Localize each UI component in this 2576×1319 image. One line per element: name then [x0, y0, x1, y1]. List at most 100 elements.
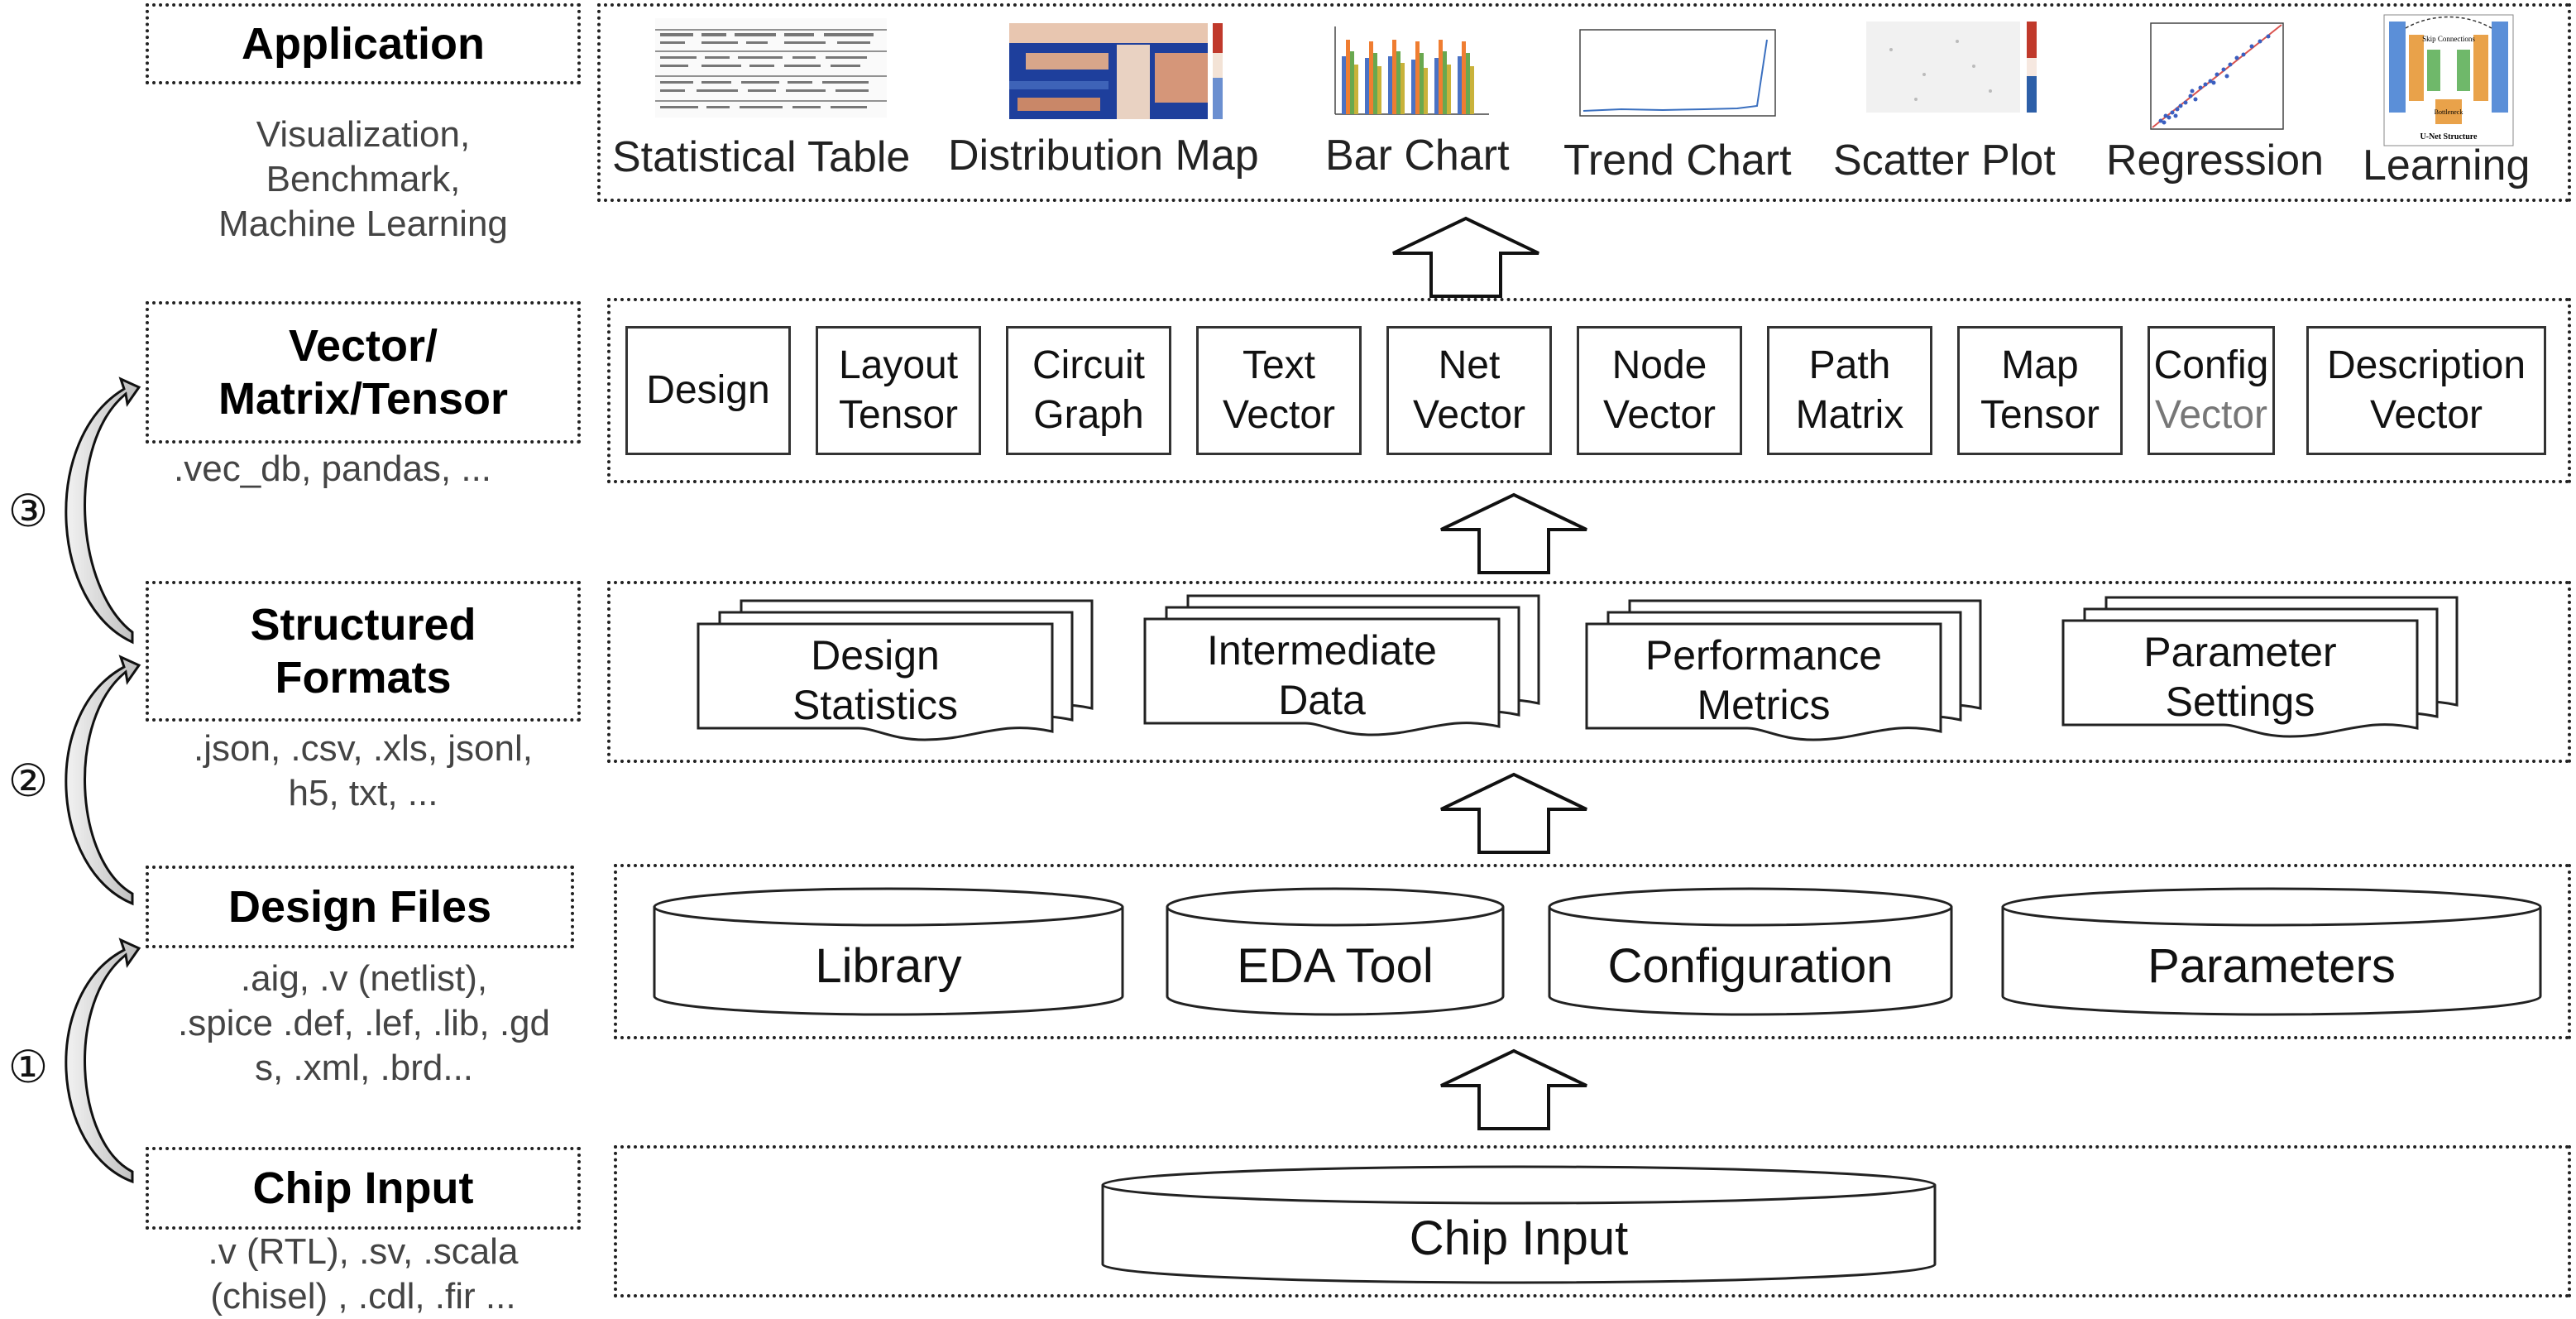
step-2-arrow: [65, 655, 141, 906]
application-panel: [597, 3, 2571, 202]
design-item-text: Configuration: [1607, 938, 1894, 993]
vector-item-line2: Graph: [1033, 393, 1144, 437]
database-cylinder-icon: [2001, 887, 2542, 1016]
chip-sub-line: (chisel) , .cdl, .fir ...: [210, 1276, 516, 1317]
design-item-eda-tool: EDA Tool: [1165, 920, 1506, 1011]
vector-item-line2: Vector: [2154, 393, 2268, 437]
vector-item-line1: Map: [2001, 343, 2079, 387]
learning-thumbnail: Skip Connections Bottleneck U-Net Struct…: [2383, 14, 2514, 146]
app-label-text: Regression: [2106, 137, 2325, 185]
vector-item-line2: Matrix: [1795, 393, 1904, 437]
app-label-statistical-table: Statistical Table: [612, 132, 910, 182]
up-arrow-icon: [1440, 492, 1587, 574]
vector-item-line2: Vector: [1412, 393, 1526, 437]
document-stack-icon: [1143, 594, 1540, 736]
structured-item-line1: Design: [811, 632, 940, 679]
structured-item-line2: Settings: [2165, 679, 2315, 725]
scatter-plot-thumbnail: [1866, 22, 2037, 113]
app-label-text: Learning: [2363, 141, 2531, 189]
structured-item-line2: Data: [1278, 677, 1366, 723]
application-sub-line: Machine Learning: [218, 204, 508, 244]
vector-item-design: Design: [625, 326, 791, 455]
level-title-chip: Chip Input: [146, 1147, 581, 1230]
vector-item-line2: Vector: [1222, 393, 1336, 437]
application-sub-line: Visualization,: [256, 114, 471, 155]
level-title-application: Application: [146, 3, 581, 84]
structured-sub-line: h5, txt, ...: [288, 773, 438, 813]
document-stack-icon: [2061, 596, 2459, 738]
step-number: ②: [5, 753, 51, 808]
regression-thumbnail: [2150, 22, 2284, 130]
structured-item-performance-metrics: Performance Metrics: [1587, 631, 1941, 730]
vector-item-line1: Path: [1808, 343, 1891, 387]
design-item-configuration: Configuration: [1547, 920, 1954, 1011]
app-label-text: Scatter Plot: [1833, 137, 2056, 185]
vector-title-line: Vector/: [288, 321, 438, 371]
design-sub-line: s, .xml, .brd...: [254, 1048, 474, 1088]
chip-sub-line: .v (RTL), .sv, .scala: [208, 1231, 519, 1272]
chip-item-text: Chip Input: [1409, 1211, 1629, 1265]
step-number-text: ②: [7, 755, 49, 806]
chip-panel: [614, 1145, 2571, 1297]
up-arrow-icon: [1392, 216, 1539, 298]
step-number-text: ①: [7, 1042, 49, 1092]
database-cylinder-icon: [1166, 887, 1505, 1016]
application-sub-line: Benchmark,: [266, 159, 461, 199]
vector-item-line1: Text: [1242, 343, 1315, 387]
chip-item-chip-input: Chip Input: [1100, 1197, 1937, 1279]
database-cylinder-icon: [1548, 887, 1953, 1016]
level-title-structured: Structured Formats: [146, 581, 581, 722]
database-cylinder-icon: [653, 887, 1124, 1016]
structured-title-line: Structured: [250, 600, 476, 650]
level-sub-chip: .v (RTL), .sv, .scala (chisel) , .cdl, .…: [146, 1230, 581, 1319]
up-arrow-icon: [1440, 772, 1587, 854]
level-sub-vector: .vec_db, pandas, ...: [146, 447, 581, 492]
design-title-text: Design Files: [227, 882, 492, 932]
design-item-text: Parameters: [2147, 938, 2396, 993]
statistical-table-thumbnail: [655, 18, 887, 118]
vector-sub-line: .vec_db, pandas, ...: [174, 448, 492, 489]
structured-item-intermediate-data: Intermediate Data: [1145, 626, 1499, 725]
structured-item-parameter-settings: Parameter Settings: [2063, 627, 2417, 727]
step-number: ③: [5, 483, 51, 538]
level-sub-structured: .json, .csv, .xls, jsonl, h5, txt, ...: [146, 727, 581, 816]
structured-title-line: Formats: [275, 653, 452, 703]
document-stack-icon: [1585, 599, 1982, 741]
vector-item-line1: Layout: [838, 343, 959, 387]
vector-panel: [607, 298, 2571, 483]
structured-panel: [607, 581, 2571, 763]
structured-item-line1: Performance: [1645, 632, 1883, 679]
app-label-text: Distribution Map: [948, 132, 1259, 180]
step-number-text: ③: [7, 486, 49, 536]
design-sub-line: .spice .def, .lef, .lib, .gd: [177, 1003, 550, 1043]
structured-sub-line: .json, .csv, .xls, jsonl,: [194, 728, 533, 769]
vector-item-line1: Config: [2153, 343, 2269, 387]
structured-item-line2: Metrics: [1697, 682, 1831, 728]
structured-item-line1: Intermediate: [1207, 627, 1437, 674]
vector-item-line1: Node: [1611, 343, 1707, 387]
level-title-design: Design Files: [146, 866, 574, 948]
design-item-library: Library: [652, 920, 1125, 1011]
chip-title-text: Chip Input: [252, 1163, 474, 1213]
learning-structure-text: U-Net Structure: [2420, 132, 2478, 141]
vector-item-line2: Vector: [2369, 393, 2483, 437]
learning-skip-text: Skip Connections: [2422, 35, 2475, 43]
step-number: ①: [5, 1039, 51, 1094]
vector-item-line1: Net: [1438, 343, 1501, 387]
app-label-text: Trend Chart: [1563, 137, 1792, 185]
vector-item-line2: Tensor: [838, 393, 959, 437]
up-arrow-icon: [1440, 1048, 1587, 1130]
vector-item-line2: Vector: [1602, 393, 1717, 437]
bar-chart-thumbnail: [1334, 26, 1489, 115]
design-item-text: Library: [815, 938, 962, 993]
learning-bottleneck-text: Bottleneck: [2435, 108, 2463, 116]
app-label-text: Statistical Table: [612, 133, 911, 181]
vector-item-line1: Design: [646, 368, 770, 412]
step-1-arrow: [65, 938, 141, 1184]
design-panel: [614, 864, 2571, 1039]
